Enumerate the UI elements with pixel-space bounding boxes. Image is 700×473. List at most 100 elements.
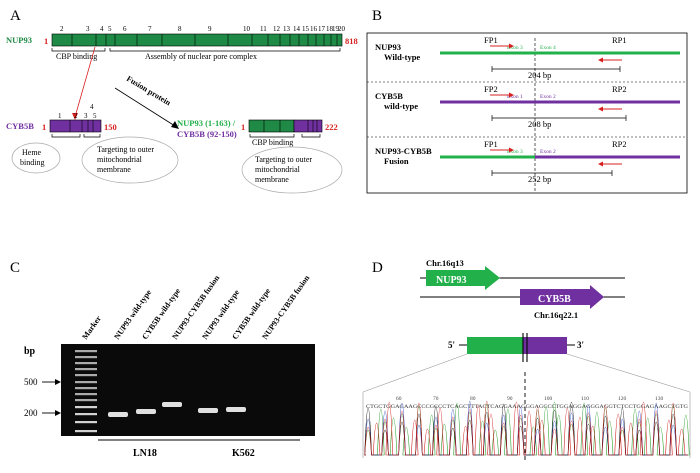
forward-primer-label: FP1 — [484, 139, 498, 149]
marker-band — [75, 368, 97, 371]
fusion-targeting-label: Targeting to outer — [255, 155, 312, 164]
cbp-binding-label: CBP binding — [56, 52, 97, 61]
forward-primer-label: FP1 — [484, 35, 498, 45]
cell-line-ln18: LN18 — [133, 448, 157, 459]
marker-band — [75, 421, 97, 424]
fusion-cbp-bracket — [249, 134, 295, 138]
marker-band — [75, 362, 97, 365]
cyb5b-exon-4: 4 — [90, 103, 94, 111]
exon-label-right: Exon 2 — [540, 149, 556, 155]
reverse-primer-label: RP2 — [612, 84, 627, 94]
heme-binding-callout — [11, 142, 61, 174]
nup93-exon-number: 15 — [302, 25, 310, 33]
heme-bracket — [51, 134, 81, 138]
marker-band — [75, 393, 97, 396]
fusion-breakpoint-arrowhead — [72, 113, 78, 120]
nup93-exon-number: 10 — [243, 25, 251, 33]
exon-label-left: Exon 3 — [507, 149, 523, 155]
cyb5b-label: CYB5B — [6, 121, 34, 131]
nup93-exon-number: 2 — [60, 25, 64, 33]
heme-binding-label: binding — [20, 158, 44, 167]
forward-primer-arrowhead — [509, 43, 514, 49]
gel-bands — [108, 402, 246, 417]
heme-binding-label: Heme — [22, 148, 42, 157]
nup93-exon-number: 4 — [100, 25, 104, 33]
marker-band — [75, 406, 97, 409]
three-prime-label: 3' — [577, 340, 584, 350]
five-prime-label: 5' — [448, 340, 455, 350]
bp-label: bp — [24, 346, 36, 357]
cell-line-k562: K562 — [232, 448, 255, 459]
nup93-exon-number: 3 — [86, 25, 90, 33]
transcript-bar — [440, 51, 680, 55]
gel-image — [61, 344, 315, 436]
primer-box — [366, 32, 688, 194]
cyb5b-gene-arrow — [520, 285, 604, 309]
reverse-primer-arrowhead — [598, 106, 603, 112]
sequence-position: 110 — [581, 396, 589, 402]
row-name: NUP93 — [375, 42, 401, 52]
forward-primer-arrowhead — [509, 92, 514, 98]
nup93-label: NUP93 — [6, 35, 32, 45]
product-size-label: 204 bp — [528, 70, 551, 80]
forward-primer-arrowhead — [509, 147, 514, 153]
targeting-callout — [81, 136, 179, 184]
pcr-band — [108, 412, 128, 417]
nup93-exon-number: 19 — [332, 25, 340, 33]
row-name: wild-type — [384, 101, 418, 111]
nup93-exon-number: 7 — [148, 25, 152, 33]
chr-cyb5b-label: Chr.16q22.1 — [534, 310, 578, 320]
chr-nup93-label: Chr.16q13 — [426, 258, 464, 268]
exon-label-right: Exon 2 — [540, 94, 556, 100]
cyb5b-exon-2: 2 — [74, 112, 78, 120]
reverse-primer-arrowhead — [598, 161, 603, 167]
fusion-breakpoint-arrow — [74, 46, 96, 118]
marker-band — [75, 381, 97, 384]
marker-band — [75, 356, 97, 359]
nup93-exon-dividers — [71, 34, 338, 46]
nup93-exon-number: 12 — [273, 25, 281, 33]
marker-ladder — [75, 350, 97, 433]
marker-500-label: 500 — [24, 377, 38, 387]
targeting-label: membrane — [97, 165, 131, 174]
pcr-band — [162, 402, 182, 407]
nup93-exon-number: 18 — [326, 25, 334, 33]
targeting-label: mitochondrial — [97, 155, 143, 164]
reverse-primer-arrowhead — [598, 57, 603, 63]
fusion-bar-nup93-part — [248, 119, 295, 133]
reverse-primer-label: RP2 — [612, 139, 627, 149]
marker-band — [75, 374, 97, 377]
lane-label: NUP93-CYB5B fusion — [260, 273, 311, 341]
row-name: Fusion — [384, 156, 409, 166]
exon-label-right: Exon 4 — [540, 45, 556, 51]
fusion-targeting-bracket — [301, 134, 321, 138]
fusion-transcript-cyb5b — [523, 337, 567, 354]
cbp-bracket — [51, 48, 106, 52]
nup93-exon-number: 11 — [260, 25, 267, 33]
nup93-end: 818 — [345, 36, 358, 46]
lane-label: Marker — [80, 314, 103, 341]
fusion-targeting-label: mitochondrial — [255, 165, 301, 174]
marker-band — [75, 413, 97, 416]
nup93-exon-number: 20 — [338, 25, 346, 33]
assembly-label: Assembly of nuclear pore complex — [145, 52, 257, 61]
row-name: NUP93-CYB5B — [375, 146, 432, 156]
assembly-bracket — [109, 48, 341, 52]
panel-a-letter: A — [10, 8, 21, 24]
nup93-gene-label: NUP93 — [436, 275, 467, 286]
pcr-band — [198, 408, 218, 413]
sequence-position: 90 — [507, 396, 513, 402]
sequence-position: 130 — [655, 396, 664, 402]
marker-band — [75, 430, 97, 433]
fusion-end: 222 — [325, 122, 338, 132]
exon-label-left: Exon 3 — [507, 45, 523, 51]
sequence-position: 120 — [618, 396, 627, 402]
sequence-position: 70 — [433, 396, 439, 402]
marker-band — [75, 387, 97, 390]
reverse-primer-label: RP1 — [612, 35, 627, 45]
row-name: CYB5B — [375, 91, 403, 101]
